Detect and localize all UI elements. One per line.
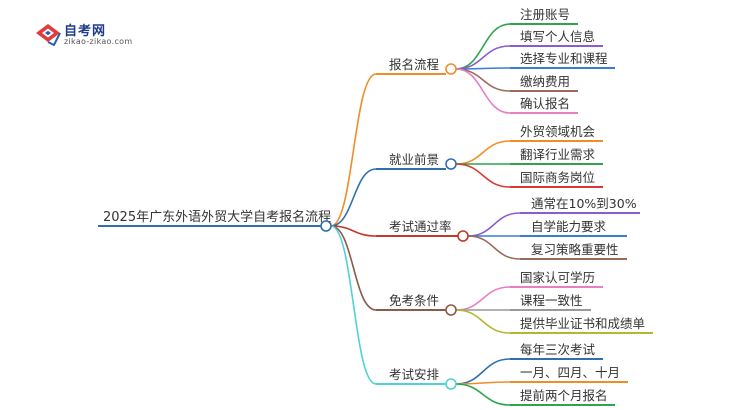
leaf-label: 提供毕业证书和成绩单	[520, 316, 645, 331]
leaf-label: 外贸领域机会	[520, 124, 596, 139]
branch-connector	[330, 168, 377, 227]
leaf-connector	[455, 163, 511, 188]
leaf-connector	[455, 309, 511, 334]
root-node[interactable]	[320, 220, 332, 232]
leaf-connector	[455, 68, 511, 114]
logo-title: 自考网	[64, 24, 107, 39]
branch-label: 考试安排	[389, 367, 440, 382]
leaf-connector	[455, 383, 511, 406]
branch-node[interactable]	[445, 304, 457, 316]
branch-node[interactable]	[457, 230, 469, 242]
leaf-label: 自学能力要求	[531, 219, 607, 234]
branch-node[interactable]	[445, 158, 457, 170]
leaf-connector	[467, 235, 521, 260]
branch-label: 免考条件	[389, 293, 439, 308]
leaf-label: 国家认可学历	[520, 270, 595, 285]
leaf-connector	[455, 68, 511, 92]
leaf-connector	[455, 358, 511, 385]
branch-label: 考试通过率	[389, 219, 452, 234]
leaf-label: 提前两个月报名	[520, 388, 608, 403]
leaf-label: 每年三次考试	[520, 342, 596, 357]
logo-mark-icon	[36, 24, 61, 46]
branch-connector	[330, 225, 377, 237]
leaf-label: 一月、四月、十月	[520, 365, 620, 380]
leaf-label: 国际商务岗位	[520, 170, 595, 185]
branch-label: 就业前景	[389, 152, 439, 167]
branch-connector	[330, 73, 377, 227]
leaf-label: 翻译行业需求	[520, 147, 596, 162]
leaf-label: 通常在10%到30%	[531, 196, 637, 211]
leaf-connector	[455, 140, 511, 165]
leaf-label: 填写个人信息	[520, 29, 595, 44]
branch-connector	[330, 225, 377, 385]
branch-node[interactable]	[445, 378, 457, 390]
mind-map-links	[330, 23, 521, 406]
site-logo[interactable]: 自考网 zikao-zikao.com	[34, 18, 144, 52]
leaf-label: 复习策略重要性	[531, 242, 619, 257]
root-label: 2025年广东外语外贸大学自考报名流程	[103, 209, 331, 225]
branch-connector	[330, 225, 377, 311]
branch-node[interactable]	[445, 63, 457, 75]
leaf-label: 课程一致性	[520, 293, 583, 308]
logo-subtitle: zikao-zikao.com	[64, 37, 133, 46]
leaf-connector	[455, 286, 511, 311]
leaf-label: 缴纳费用	[520, 74, 570, 89]
leaf-label: 选择专业和课程	[520, 51, 608, 66]
branch-label: 报名流程	[389, 57, 440, 72]
leaf-label: 注册账号	[520, 7, 570, 22]
leaf-label: 确认报名	[520, 96, 570, 111]
leaf-connector	[455, 45, 511, 70]
leaf-connector	[467, 212, 521, 237]
